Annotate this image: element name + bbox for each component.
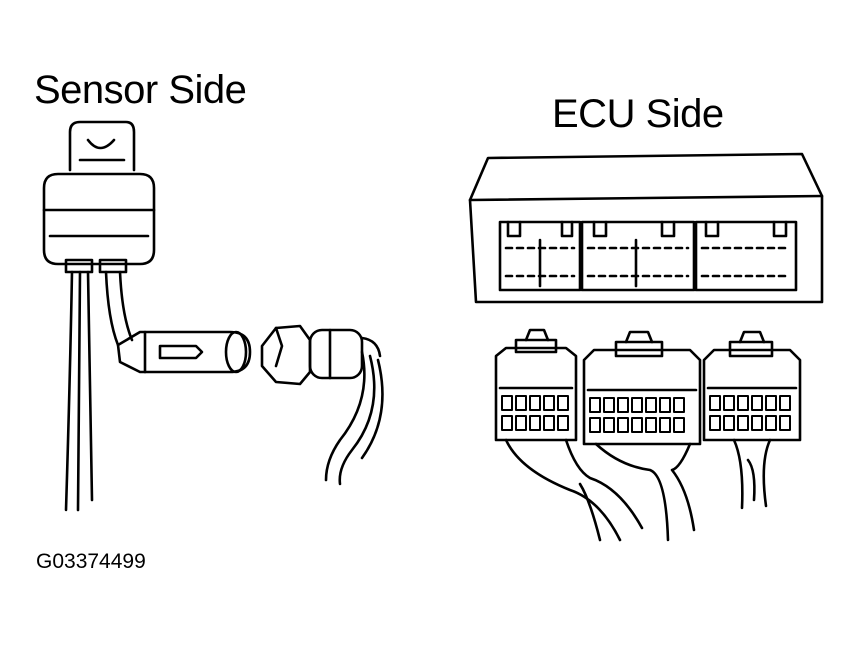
ecu-harness-connector-left <box>494 328 644 542</box>
sensor-side-title: Sensor Side <box>34 68 247 112</box>
sensor-harness <box>64 270 134 512</box>
ecu-harness-connector-middle <box>582 330 702 542</box>
sensor-plug-male <box>116 330 252 374</box>
sensor-plug-female <box>260 324 384 486</box>
ecu-box <box>468 152 824 304</box>
figure-id: G03374499 <box>36 550 146 573</box>
sensor-connector <box>42 120 156 274</box>
ecu-side-title: ECU Side <box>552 92 724 136</box>
ecu-harness-connector-right <box>702 330 802 510</box>
